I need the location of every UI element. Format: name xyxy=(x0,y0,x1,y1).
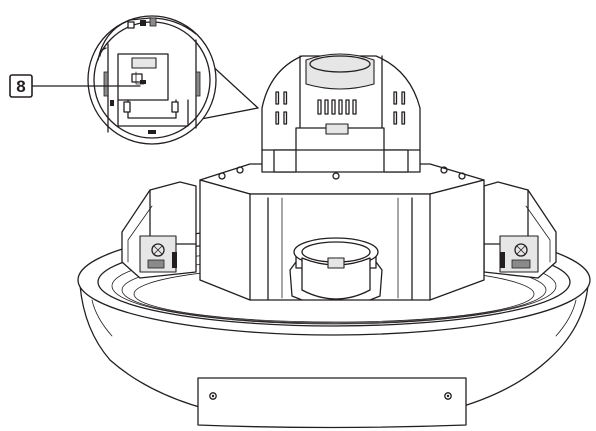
lens-module xyxy=(289,237,383,301)
callout-8-box xyxy=(9,74,33,98)
tilt-head xyxy=(261,53,421,173)
vent-slots xyxy=(275,91,406,125)
callout-8-label: 8 xyxy=(16,77,25,96)
left-bracket xyxy=(121,181,197,279)
callout-8: 8 xyxy=(9,74,141,98)
front-label-plate xyxy=(197,377,467,429)
magnified-detail xyxy=(87,15,259,145)
right-bracket xyxy=(483,181,557,279)
